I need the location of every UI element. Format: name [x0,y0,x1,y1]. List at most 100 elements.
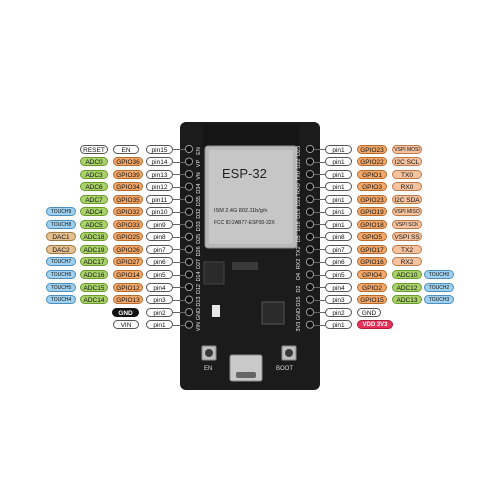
right-silk-label: 3V3 [296,322,302,332]
left-pin-line [173,236,185,238]
left-gpio-label: GPIO25 [113,232,143,242]
left-pin-hole [184,245,194,254]
left-pin-line [173,261,185,263]
right-pin-number: pin5 [325,270,352,279]
right-func-label: ADC12 [392,282,422,292]
right-pin-hole [305,245,315,254]
left-adc-label: ADC7 [80,194,108,204]
right-gpio-label: GPIO3 [357,182,387,192]
right-pin-hole [305,308,315,317]
chip-line1: ISM 2.4G 802.11b/g/n [214,208,267,214]
left-pin-line [173,224,185,226]
right-silk-label: D5 [296,235,302,242]
right-gnd-label: GND [357,307,381,317]
left-adc-label: ADC17 [80,257,108,267]
right-gpio-label: GPIO23 [357,144,387,154]
left-silk-label: D35 [196,196,202,206]
right-gpio-label: GPIO23 [357,194,387,204]
micro-usb-opening [236,372,256,378]
left-pin-hole [184,207,194,216]
en-button-label: EN [204,366,212,372]
left-silk-label: VIN [196,322,202,331]
left-adc-label: ADC19 [80,244,108,254]
left-pin-number: pin15 [146,144,173,154]
right-pin-line [314,312,325,314]
right-gpio-label: GPIO16 [357,257,387,267]
right-pin-number: pin1 [325,207,352,217]
left-pin-hole [184,320,194,329]
left-gpio-label: GPIO12 [113,282,143,292]
right-gpio-label: GPIO15 [357,295,387,305]
left-touch-label: DAC2 [46,244,76,254]
right-gpio-label: GPIO2 [357,282,387,292]
left-pin-hole [184,170,194,179]
left-pin-number: pin13 [146,169,173,179]
left-adc-label: ADC14 [80,295,108,305]
left-adc-label: ADC6 [80,182,108,192]
right-func-label: TX0 [392,169,422,179]
right-pin-line [314,199,325,201]
right-pin-number: pin4 [325,282,352,292]
right-func-label: I2C SDA [392,194,422,204]
right-pin-number: pin1 [325,320,352,330]
left-pin-line [173,161,185,163]
module-inner [209,150,293,244]
left-pin-hole [184,182,194,191]
right-func-label: VSPI SCK [392,219,422,229]
left-touch-label: DAC1 [46,232,76,242]
right-touch-label: TOUCH0 [424,270,454,279]
left-touch-label: TOUCH4 [46,295,76,305]
right-pin-number: pin1 [325,182,352,192]
left-gnd-label: GND [112,307,139,317]
left-touch-label: TOUCH6 [46,270,76,279]
right-pin-hole [305,232,315,241]
left-pin-number: pin11 [146,194,173,204]
left-adc-label: ADC0 [80,157,108,167]
left-pin-line [173,211,185,213]
right-silk-label: D2 [296,286,302,293]
right-pin-hole [305,295,315,304]
left-pin-number: pin12 [146,182,173,192]
left-pin-line [173,249,185,251]
left-pin-number: pin6 [146,257,173,267]
left-silk-label: D14 [196,271,202,281]
right-pin-hole [305,257,315,267]
right-func-label: I2C SCL [392,157,422,167]
right-pin-number: pin1 [325,169,352,179]
right-pin-line [314,149,325,150]
right-func-label: VSPI MISO [392,207,422,217]
left-touch-label: TOUCH7 [46,257,76,267]
right-pin-hole [305,220,315,229]
left-pin-name: EN [113,144,139,154]
right-pin-hole [305,270,315,279]
left-gpio-label: GPIO34 [113,182,143,192]
left-touch-label: TOUCH5 [46,282,76,292]
left-adc-label: ADC15 [80,282,108,292]
right-pin-line [314,324,325,326]
left-pin-line [173,312,185,314]
left-silk-label: D25 [196,234,202,244]
left-gpio-label: GPIO35 [113,194,143,204]
en-button-cap[interactable] [205,349,213,357]
right-vdd-label: VDD 3V3 [357,320,393,330]
left-touch-label: TOUCH9 [46,207,76,217]
left-pin-number: pin3 [146,295,173,305]
right-silk-label: RX0 [296,183,302,194]
left-pin-header [184,144,194,329]
right-pin-number: pin1 [325,194,352,204]
right-gpio-label: GPIO22 [357,157,387,167]
left-pin-hole [184,270,194,279]
right-silk-label: D19 [296,209,302,219]
right-gpio-label: GPIO19 [357,207,387,217]
right-func-label: VSPI MOSI [392,144,422,154]
right-pin-hole [305,195,315,204]
left-gpio-label: GPIO27 [113,257,143,267]
boot-button-cap[interactable] [285,349,293,357]
left-silk-label: EN [196,147,202,155]
right-touch-label: TOUCH2 [424,282,454,292]
left-pin-hole [184,232,194,241]
left-pin-line [173,299,185,301]
left-silk-label: VP [196,160,202,168]
left-pin-number: pin4 [146,282,173,292]
